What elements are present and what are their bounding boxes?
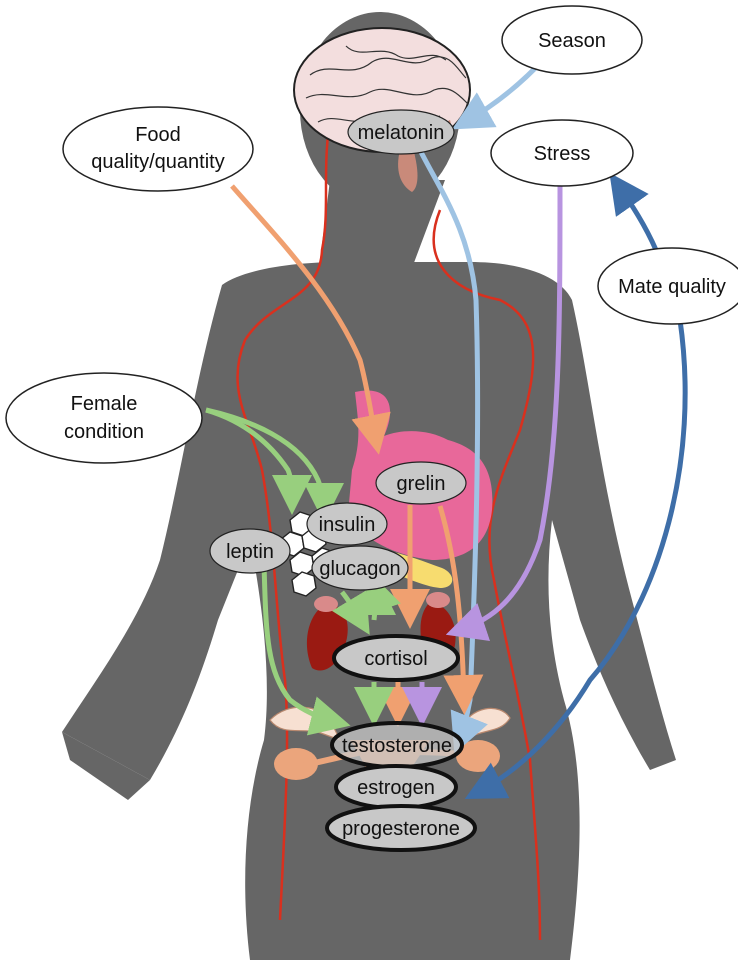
hormone-testosterone: testosterone [332, 723, 462, 767]
hormone-leptin: leptin [210, 529, 290, 573]
food-label-line1: Food [135, 124, 181, 146]
factor-food: Food quality/quantity [63, 107, 253, 191]
estrogen-label: estrogen [357, 777, 435, 799]
factor-stress: Stress [491, 120, 633, 186]
female-label-line1: Female [71, 393, 138, 415]
hormone-progesterone: progesterone [327, 806, 475, 850]
factor-female-condition: Female condition [6, 373, 202, 463]
cortisol-label: cortisol [364, 648, 427, 670]
hormone-estrogen: estrogen [336, 766, 456, 808]
grelin-label: grelin [397, 473, 446, 495]
factor-mate-quality: Mate quality [598, 248, 738, 324]
melatonin-label: melatonin [358, 122, 445, 144]
hormone-melatonin: melatonin [348, 110, 454, 154]
testosterone-label: testosterone [342, 735, 452, 757]
progesterone-label: progesterone [342, 818, 460, 840]
food-label-line2: quality/quantity [91, 151, 224, 173]
season-label: Season [538, 30, 606, 52]
hormone-cortisol: cortisol [334, 636, 458, 680]
stress-label: Stress [534, 143, 591, 165]
female-label-line2: condition [64, 421, 144, 443]
leptin-label: leptin [226, 541, 274, 563]
factor-season: Season [502, 6, 642, 74]
mate-quality-label: Mate quality [618, 276, 726, 298]
hormone-glucagon: glucagon [312, 546, 408, 590]
hormone-insulin: insulin [307, 503, 387, 545]
insulin-label: insulin [319, 514, 376, 536]
glucagon-label: glucagon [319, 558, 400, 580]
hormone-grelin: grelin [376, 462, 466, 504]
